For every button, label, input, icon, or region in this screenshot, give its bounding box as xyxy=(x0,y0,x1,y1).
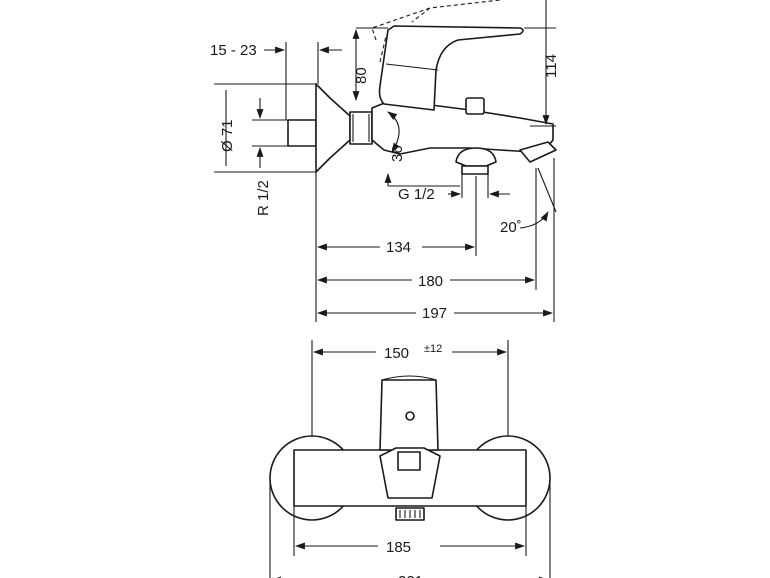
dim-height-114: 114 xyxy=(524,0,560,127)
spout-outlet xyxy=(519,141,557,163)
dim-depth-180: 180 xyxy=(317,228,537,290)
angle-20-arc xyxy=(519,211,549,229)
diverter-knob xyxy=(465,97,485,115)
dim-diameter: Ø 71 xyxy=(214,83,316,173)
label-thread-r: R 1/2 xyxy=(255,180,272,216)
aerator xyxy=(455,147,497,167)
side-view xyxy=(287,0,557,229)
angle-36-arc xyxy=(387,111,400,153)
lever-raised-position xyxy=(371,0,501,63)
dim-centers-150: 150 ±12 xyxy=(313,343,507,362)
dim-depth-197: 197 xyxy=(317,305,553,322)
dim-thread-r: R 1/2 xyxy=(252,98,288,216)
label-angle-20: 20˚ xyxy=(500,219,522,236)
label-depth-180: 180 xyxy=(418,273,443,290)
dim-depth-134: 134 xyxy=(317,239,475,256)
dim-height-80: 80 xyxy=(352,27,388,101)
dim-width-185: 185 xyxy=(295,539,525,556)
lever-indicator xyxy=(405,411,415,421)
label-angle-36: 36 xyxy=(389,145,406,162)
label-tolerance: ±12 xyxy=(424,343,442,355)
lever xyxy=(378,25,524,111)
label-height-80: 80 xyxy=(353,67,370,84)
diverter-front xyxy=(379,447,441,499)
label-diameter: Ø 71 xyxy=(219,119,236,152)
dim-width-bottom: 221 xyxy=(271,573,549,578)
label-depth-134: 134 xyxy=(386,239,411,256)
label-height-114: 114 xyxy=(543,54,560,78)
label-thread-g: G 1/2 xyxy=(398,186,435,203)
label-depth-197: 197 xyxy=(422,305,447,322)
dim-wall-offset: 15 - 23 xyxy=(210,42,342,120)
front-view xyxy=(269,375,551,521)
label-centers-150: 150 xyxy=(384,345,409,362)
label-width-bottom: 221 xyxy=(398,573,423,578)
wall-nipple xyxy=(287,119,317,147)
label-wall-offset: 15 - 23 xyxy=(210,42,257,59)
label-width-185: 185 xyxy=(386,539,411,556)
dim-thread-g: G 1/2 xyxy=(384,173,510,203)
escutcheon xyxy=(315,83,351,173)
